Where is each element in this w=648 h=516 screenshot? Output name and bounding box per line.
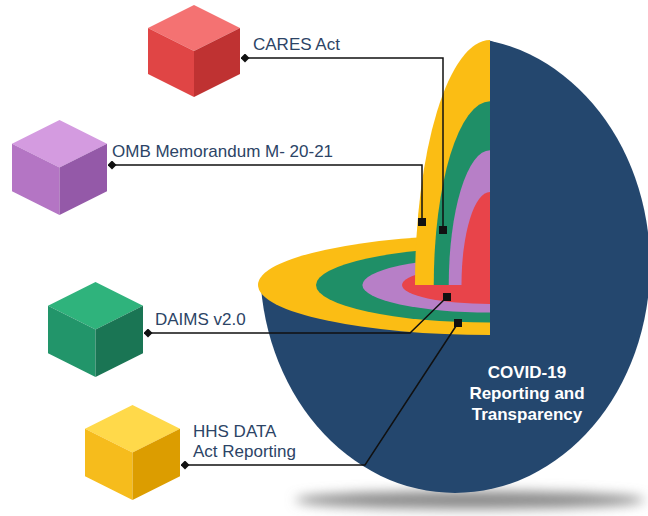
sphere-node: COVID-19 Reporting and Transparency (260, 37, 648, 493)
purple-layer (449, 150, 490, 285)
cube-shape (148, 5, 240, 97)
cube-shape (85, 405, 180, 500)
source-label: OMB Memorandum M- 20-21 (112, 142, 412, 162)
vertical-cut-face (415, 40, 490, 285)
cube-node: CARES Act (148, 5, 240, 97)
source-label: HHS DATA Act Reporting (193, 422, 303, 462)
cube-face (96, 306, 144, 377)
core-title: COVID-19 Reporting and Transparency (462, 362, 592, 425)
red-core (461, 192, 490, 285)
cube-face (194, 28, 240, 97)
cube-node: HHS DATA Act Reporting (85, 405, 180, 500)
cube-node: OMB Memorandum M- 20-21 (12, 120, 107, 215)
source-label: CARES Act (253, 35, 453, 55)
sphere-shadow (295, 491, 645, 509)
cube-face (133, 429, 181, 500)
leader-line (185, 323, 458, 465)
outer-layer (415, 40, 490, 285)
leader-line (112, 165, 422, 222)
cube-shape (48, 282, 143, 377)
cube-node: DAIMS v2.0 (48, 282, 143, 377)
cube-face (85, 429, 133, 500)
cube-face (148, 28, 194, 97)
leader-line (148, 297, 447, 333)
cube-face (48, 306, 96, 377)
source-label: DAIMS v2.0 (155, 310, 355, 330)
cube-face (12, 144, 60, 215)
cube-shape (12, 120, 107, 215)
cube-face (60, 144, 108, 215)
green-layer (434, 101, 490, 285)
